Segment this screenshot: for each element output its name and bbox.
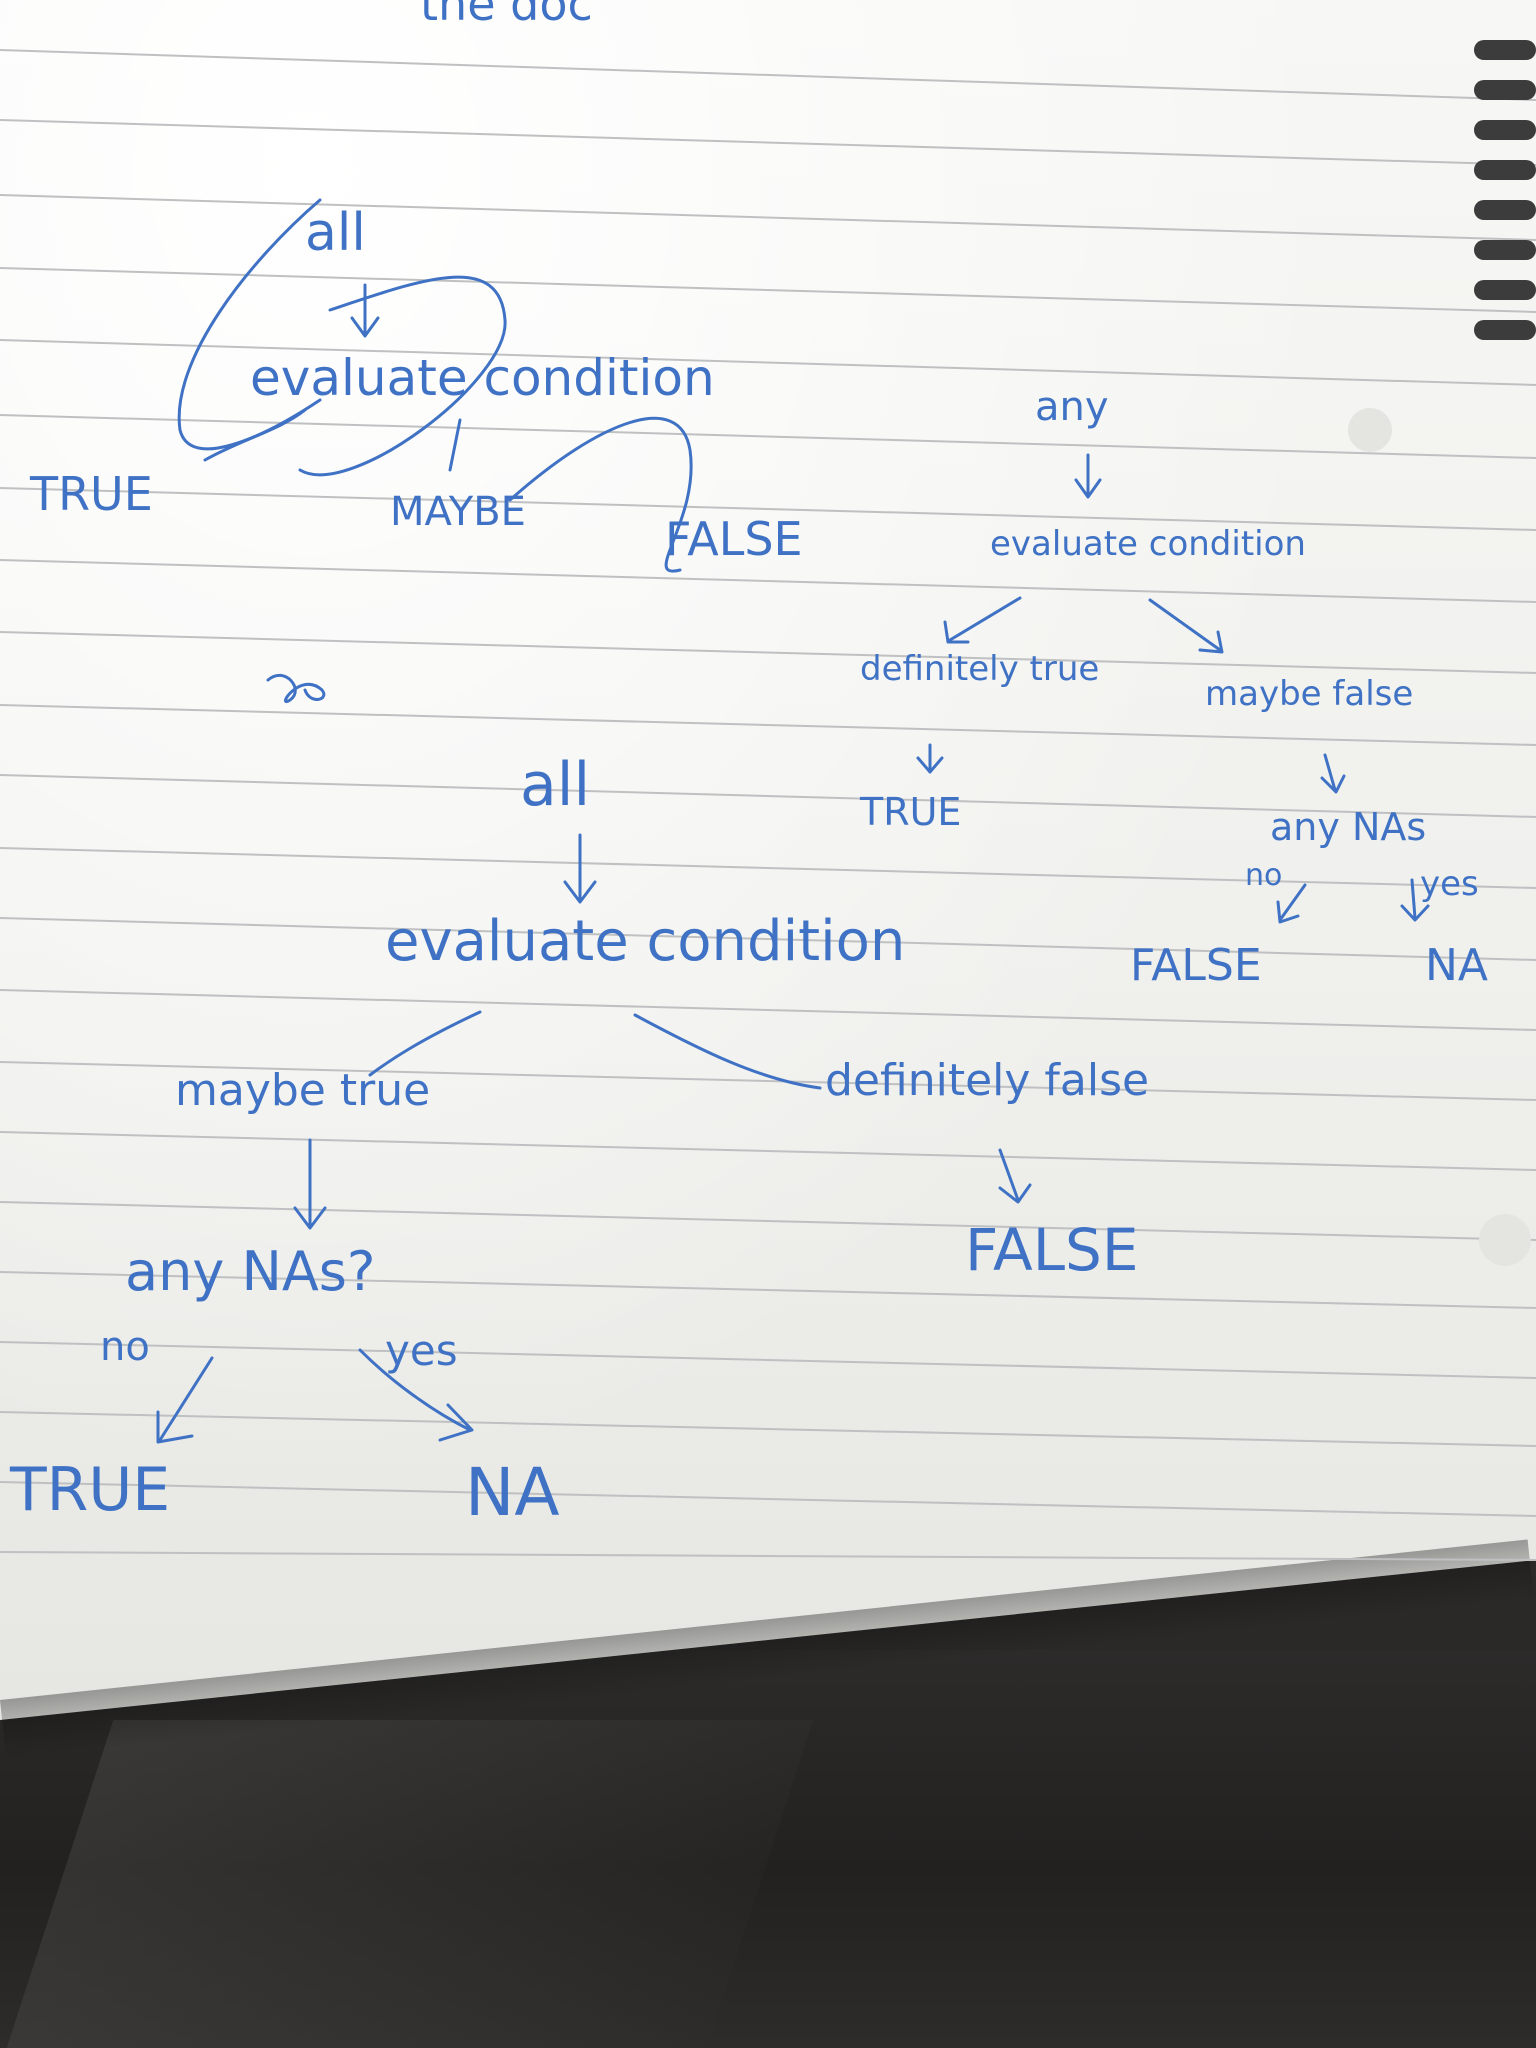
all-arrow-to-false: [998, 1148, 1032, 1204]
any-start-label: any: [1035, 384, 1109, 430]
all-start-label: all: [520, 750, 590, 820]
first-start-label: all: [305, 203, 366, 263]
scribble-loop: [448, 416, 693, 573]
all-result-true: TRUE: [9, 1455, 170, 1525]
any-no-label: no: [1245, 858, 1282, 893]
punch-hole: [1348, 408, 1392, 452]
all-branch-maybe-true: maybe true: [175, 1065, 430, 1116]
first-outcome-false: FALSE: [665, 512, 803, 566]
any-arrow-down: [1074, 453, 1102, 499]
any-arrow-no: [1276, 883, 1307, 924]
scribble-loop: [177, 198, 322, 451]
all-diagram: all evaluate condition maybe true defini…: [9, 750, 1149, 1531]
any-arrow-left: [943, 596, 1022, 644]
any-arrow-yes: [1400, 878, 1430, 922]
all-arrow-down: [563, 833, 597, 904]
scribbled-mark: [266, 673, 326, 704]
any-check-label: any NAs: [1270, 805, 1426, 849]
desk-surface: [0, 1650, 1536, 2048]
first-diagram: all evaluate condition TRUE MAYBE FALSE: [29, 198, 803, 573]
all-arrow-right: [633, 1013, 822, 1090]
top-scribble: the doc: [420, 0, 593, 31]
any-step-label: evaluate condition: [990, 524, 1306, 564]
any-yes-label: yes: [1420, 864, 1479, 904]
all-step-label: evaluate condition: [385, 909, 905, 974]
scribble-loop: [298, 275, 507, 477]
punch-hole: [1479, 1214, 1531, 1266]
any-result-true: TRUE: [859, 790, 961, 834]
all-check-label: any NAs?: [125, 1240, 376, 1303]
all-branch-definitely-false: definitely false: [825, 1055, 1149, 1106]
first-outcome-true: TRUE: [29, 467, 153, 521]
notebook-page: [0, 0, 1536, 1720]
first-step-label: evaluate condition: [250, 349, 715, 407]
any-branch-maybe-false: maybe false: [1205, 674, 1413, 714]
any-diagram: any evaluate condition definitely true m…: [859, 384, 1488, 991]
all-result-false: FALSE: [965, 1216, 1139, 1284]
all-yes-label: yes: [385, 1326, 458, 1375]
first-arrow-down: [350, 283, 380, 338]
all-no-label: no: [100, 1324, 150, 1370]
spiral-binding: [1474, 40, 1536, 340]
first-arrow-true: [203, 408, 307, 462]
all-arrow-left: [368, 1010, 482, 1077]
any-result-false: FALSE: [1130, 940, 1262, 991]
all-arrow-no: [156, 1356, 214, 1444]
any-arrow-to-true: [916, 743, 944, 774]
any-result-na: NA: [1425, 940, 1488, 991]
all-arrow-to-check: [293, 1138, 327, 1230]
all-result-na: NA: [465, 1454, 560, 1531]
any-arrow-right: [1148, 598, 1224, 654]
all-arrow-yes: [358, 1348, 474, 1442]
any-arrow-to-check: [1320, 753, 1346, 794]
any-branch-definitely-true: definitely true: [860, 649, 1099, 689]
first-outcome-maybe: MAYBE: [390, 489, 526, 535]
